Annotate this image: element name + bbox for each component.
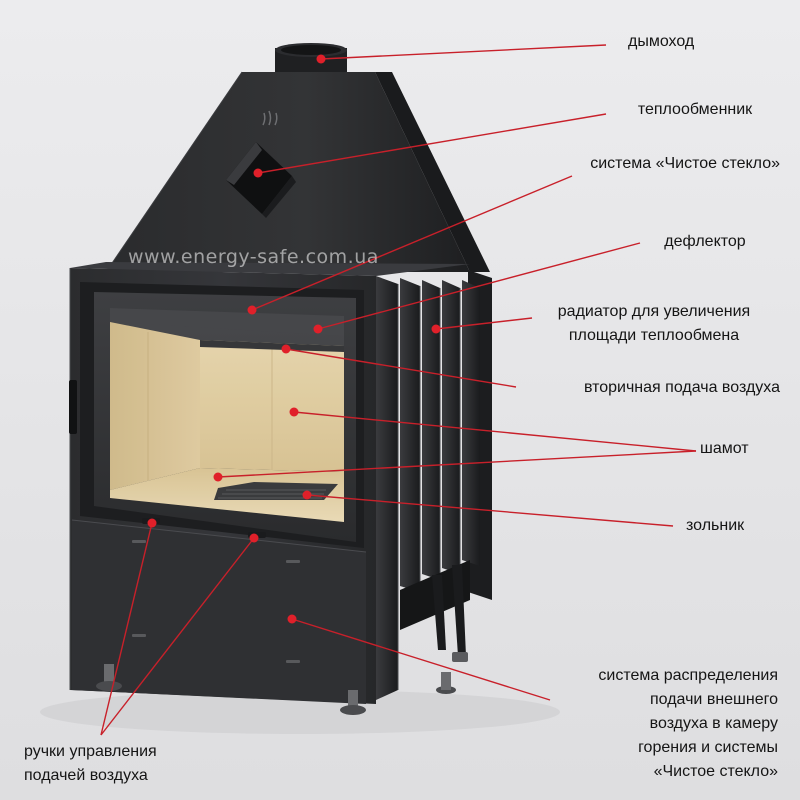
floor-shadow	[40, 690, 560, 734]
dot-radiator	[431, 324, 441, 334]
dot-handle-right	[249, 533, 259, 543]
logo-mark	[262, 110, 278, 126]
dot-chimney	[316, 54, 326, 64]
front-feet	[96, 664, 366, 715]
label-clean-glass: система «Чистое стекло»	[590, 155, 780, 172]
dot-deflector	[313, 324, 323, 334]
secondary-air-bar	[200, 340, 344, 352]
watermark: www.energy-safe.com.ua	[128, 246, 379, 268]
heat-exchanger-flap	[226, 142, 296, 218]
label-radiator: радиатор для увеличения площади теплообм…	[557, 303, 751, 344]
label-chamotte: шамот	[700, 440, 749, 457]
radiator-fins	[376, 270, 492, 700]
callout-lines	[100, 44, 697, 736]
door-handle[interactable]	[69, 380, 77, 434]
callout-dots	[147, 54, 441, 624]
chimney-pipe	[275, 43, 347, 74]
glass-sheen	[110, 308, 344, 522]
label-ash-pan: зольник	[686, 517, 745, 534]
firebox	[110, 308, 344, 522]
dot-handle-left	[147, 518, 157, 528]
dot-secondary-air	[281, 344, 291, 354]
dot-air-distribution	[287, 614, 297, 624]
label-air-control-handles: ручки управления подачей воздуха	[24, 743, 157, 784]
label-air-distribution: система распределения подачи внешнего во…	[598, 667, 778, 780]
rear-legs	[432, 565, 468, 694]
label-chimney: дымоход	[628, 33, 695, 50]
dot-ash-pan	[302, 490, 312, 500]
dot-chamotte-wall	[289, 407, 299, 417]
dot-clean-glass	[247, 305, 257, 315]
dot-heat-exchanger	[253, 168, 263, 178]
label-secondary-air: вторичная подача воздуха	[583, 379, 780, 396]
label-heat-exchanger: теплообменник	[637, 101, 753, 118]
dot-chamotte-floor	[213, 472, 223, 482]
label-deflector: дефлектор	[664, 233, 746, 250]
